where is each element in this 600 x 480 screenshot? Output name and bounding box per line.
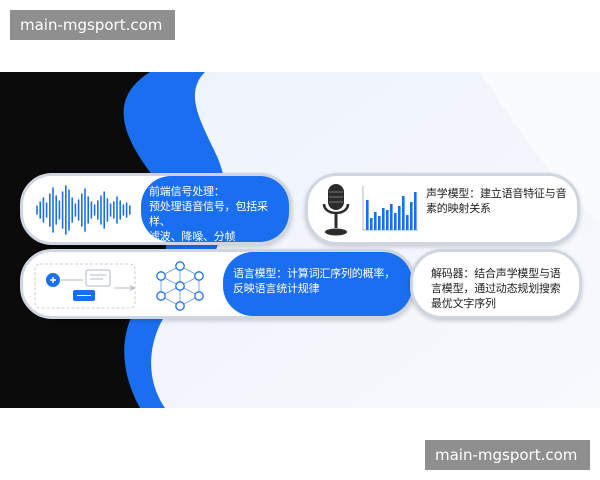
waveform-icon xyxy=(36,185,131,235)
chart-bar xyxy=(386,210,389,230)
microphone-icon xyxy=(322,184,350,236)
acoustic-title: 声学模型：建立语音特征与音 xyxy=(426,187,567,200)
frontend-text: 前端信号处理： 预处理语音信号，包括采样、 滤波、降噪、分帧 xyxy=(149,184,289,243)
language-model-card: 语言模型：计算词汇序列的概率， 反映语言统计规律 xyxy=(20,249,415,319)
chart-bar xyxy=(394,213,397,230)
network-node xyxy=(175,301,185,311)
frontend-processing-card: 前端信号处理： 预处理语音信号，包括采样、 滤波、降噪、分帧 xyxy=(20,173,292,245)
acoustic-model-card: 声学模型：建立语音特征与音 素的映射关系 xyxy=(305,173,580,245)
chart-bar xyxy=(366,200,369,230)
network-node xyxy=(156,291,166,301)
language-title: 语言模型：计算词汇序列的概率， xyxy=(233,267,395,280)
language-panel xyxy=(223,252,412,316)
watermark-bottom: main-mgsport.com xyxy=(425,440,590,470)
chart-bar xyxy=(414,192,417,230)
frontend-line-2: 滤波、降噪、分帧 xyxy=(149,230,236,243)
language-text: 语言模型：计算词汇序列的概率， 反映语言统计规律 xyxy=(233,266,411,296)
chart-bar xyxy=(374,212,377,230)
chart-bar xyxy=(390,204,393,230)
decoder-line-1: 言模型，通过动态规划搜索 xyxy=(431,282,561,295)
network-node xyxy=(156,271,166,281)
acoustic-text: 声学模型：建立语音特征与音 素的映射关系 xyxy=(426,186,576,216)
decoder-text: 解码器：结合声学模型与语 言模型，通过动态规划搜索 最优文字序列 xyxy=(431,266,579,311)
network-node xyxy=(194,291,204,301)
chart-bar xyxy=(370,218,373,230)
bar-chart-icon xyxy=(362,186,418,231)
chart-bar xyxy=(378,216,381,230)
chart-bar xyxy=(382,208,385,230)
network-node xyxy=(194,271,204,281)
chart-bar xyxy=(402,196,405,230)
ui-flow-icon xyxy=(34,263,136,309)
frontend-line-1: 预处理语音信号，包括采样、 xyxy=(149,200,268,228)
language-line-1: 反映语言统计规律 xyxy=(233,282,320,295)
network-node xyxy=(175,281,185,291)
decoder-line-2: 最优文字序列 xyxy=(431,297,496,310)
frontend-panel xyxy=(141,176,289,242)
chart-bar xyxy=(406,215,409,230)
decoder-card: 解码器：结合声学模型与语 言模型，通过动态规划搜索 最优文字序列 xyxy=(410,249,582,319)
network-graph-icon xyxy=(156,261,204,311)
watermark-top: main-mgsport.com xyxy=(10,10,175,40)
chart-bar xyxy=(398,206,401,230)
slide: 前端信号处理： 预处理语音信号，包括采样、 滤波、降噪、分帧 声学模型：建立语音… xyxy=(0,72,600,408)
frontend-title: 前端信号处理： xyxy=(149,185,225,198)
acoustic-line-1: 素的映射关系 xyxy=(426,202,491,215)
chart-bar xyxy=(410,202,413,230)
decoder-title: 解码器：结合声学模型与语 xyxy=(431,267,561,280)
network-node xyxy=(175,261,185,271)
